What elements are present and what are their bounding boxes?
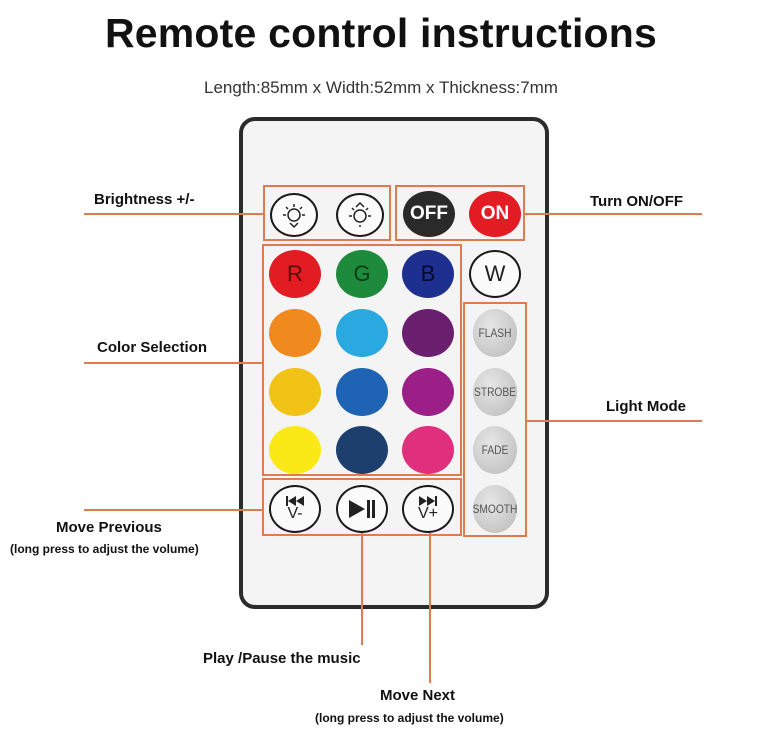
brightness-line [84, 213, 264, 215]
turn-on-off-line [525, 213, 702, 215]
medium-blue-button[interactable] [336, 368, 388, 416]
move-previous-line [84, 509, 263, 511]
power-group [395, 185, 525, 241]
off-button[interactable]: OFF [403, 191, 455, 237]
blue-button[interactable]: B [402, 250, 454, 298]
fade-button[interactable]: FADE [472, 426, 518, 474]
brightness-down-button[interactable] [270, 193, 318, 237]
move-next-note: (long press to adjust the volume) [315, 711, 504, 725]
play-pause-line [361, 533, 363, 645]
volume-down-label: V- [287, 505, 303, 522]
turn-on-off-callout: Turn ON/OFF [590, 193, 684, 210]
brightness-group [263, 185, 391, 241]
brightness-up-button[interactable] [336, 193, 384, 237]
orange-button[interactable] [269, 309, 321, 357]
red-button[interactable]: R [269, 250, 321, 298]
smooth-button[interactable]: SMOOTH [473, 485, 517, 533]
move-next-line [429, 533, 431, 683]
play-pause-icon [349, 500, 375, 518]
navy-button[interactable] [336, 426, 388, 474]
purple-button[interactable] [402, 309, 454, 357]
color-group [262, 244, 462, 476]
pink-button[interactable] [402, 426, 454, 474]
white-button[interactable]: W [469, 250, 521, 298]
light-mode-line [527, 420, 702, 422]
skip-back-icon [286, 496, 304, 506]
volume-up-label: V+ [417, 505, 438, 522]
move-next-callout: Move Next [380, 687, 456, 704]
flash-button[interactable]: FLASH [472, 309, 518, 357]
move-previous-callout: Move Previous [56, 519, 162, 536]
brightness-callout: Brightness +/- [94, 191, 195, 208]
yellow-button[interactable] [269, 426, 321, 474]
play-pause-callout: Play /Pause the music [203, 650, 361, 667]
magenta-button[interactable] [402, 368, 454, 416]
move-previous-note: (long press to adjust the volume) [10, 542, 199, 556]
light-mode-group [463, 302, 527, 537]
sun-up-icon [349, 201, 371, 227]
play-pause-button[interactable] [336, 485, 388, 533]
color-selection-line [84, 362, 263, 364]
sun-down-icon [283, 204, 305, 229]
page-title: Remote control instructions [104, 10, 658, 56]
skip-forward-icon [419, 496, 437, 506]
light-mode-callout: Light Mode [606, 398, 686, 415]
strobe-button[interactable]: STROBE [472, 368, 518, 416]
previous-button[interactable]: V- [269, 485, 321, 533]
amber-button[interactable] [269, 368, 321, 416]
next-button[interactable]: V+ [402, 485, 454, 533]
light-blue-button[interactable] [336, 309, 388, 357]
on-button[interactable]: ON [469, 191, 521, 237]
color-selection-callout: Color Selection [97, 339, 208, 356]
dimensions-text: Length:85mm x Width:52mm x Thickness:7mm [204, 78, 558, 97]
green-button[interactable]: G [336, 250, 388, 298]
